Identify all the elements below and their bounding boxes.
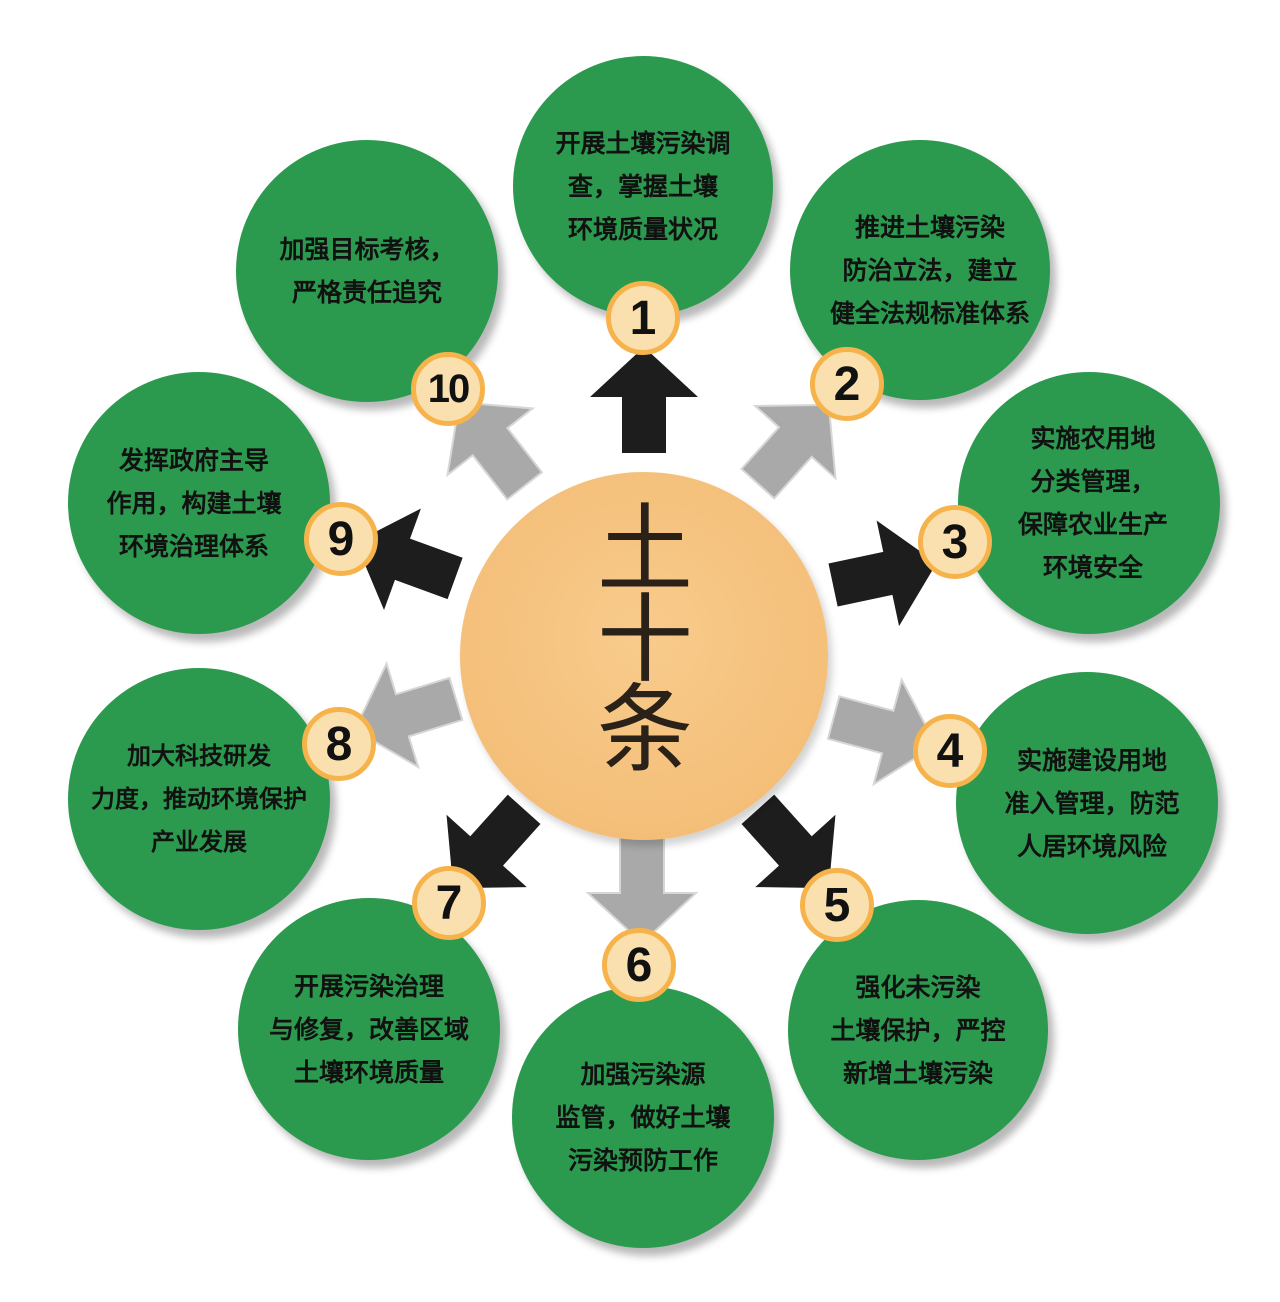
measure-2-text: 推进土壤污染 防治立法，建立 健全法规标准体系: [830, 206, 1030, 335]
arrow-to-measure-7: [446, 794, 541, 889]
measure-7-circle: 开展污染治理 与修复，改善区域 土壤环境质量: [238, 898, 500, 1160]
measure-1-line-3: 环境质量状况: [567, 214, 718, 244]
measure-7-line-1: 开展污染治理: [293, 971, 444, 1001]
measure-8-line-1: 加大科技研发: [127, 741, 271, 770]
measure-5-circle: 强化未污染 土壤保护，严控 新增土壤污染: [788, 900, 1048, 1160]
measure-10-line-2: 严格责任追究: [291, 278, 442, 307]
measure-1-text: 开展土壤污染调 查，掌握土壤 环境质量状况: [555, 122, 730, 251]
measure-3-number: 3: [918, 505, 992, 579]
measure-6-line-1: 加强污染源: [580, 1059, 706, 1089]
center-char-2: 十: [597, 584, 693, 696]
measure-6-circle: 加强污染源 监管，做好土壤 污染预防工作: [512, 986, 774, 1248]
center-char-1: 土: [597, 494, 693, 606]
measure-3-circle: 实施农用地 分类管理， 保障农业生产 环境安全: [958, 372, 1220, 634]
measure-8-line-2: 力度，推动环境保护: [91, 784, 307, 813]
arrow-to-measure-1: [590, 347, 698, 453]
measure-2-number: 2: [810, 347, 884, 421]
measure-7-line-2: 与修复，改善区域: [268, 1014, 469, 1044]
measure-10-text: 加强目标考核， 严格责任追究: [279, 228, 454, 314]
center-char-3: 条: [597, 674, 693, 786]
measure-6-text: 加强污染源 监管，做好土壤 污染预防工作: [555, 1053, 730, 1182]
measure-8-line-3: 产业发展: [151, 827, 247, 856]
arrow-to-measure-10: [446, 401, 544, 501]
center-title: 土 十 条: [560, 494, 730, 786]
measure-8-circle: 加大科技研发 力度，推动环境保护 产业发展: [68, 668, 330, 930]
measure-8-text: 加大科技研发 力度，推动环境保护 产业发展: [91, 735, 307, 864]
measure-3-line-4: 环境安全: [1042, 553, 1143, 582]
measure-3-line-2: 分类管理，: [1030, 467, 1156, 496]
measure-2-line-3: 健全法规标准体系: [829, 298, 1030, 328]
arrow-to-measure-3: [828, 520, 937, 627]
measure-3-line-1: 实施农用地: [1030, 424, 1156, 453]
measure-1-circle: 开展土壤污染调 查，掌握土壤 环境质量状况: [513, 56, 773, 316]
measure-10-number: 10: [411, 352, 485, 426]
measure-9-line-2: 作用，构建土壤: [106, 488, 282, 518]
measure-1-number: 1: [606, 281, 680, 355]
measure-8-number: 8: [302, 707, 376, 781]
arrow-to-measure-8: [353, 660, 464, 770]
measure-4-text: 实施建设用地 准入管理，防范 人居环境风险: [1004, 739, 1179, 868]
measure-4-line-1: 实施建设用地: [1016, 745, 1167, 775]
arrow-to-measure-9: [355, 508, 463, 611]
measure-5-line-3: 新增土壤污染: [842, 1058, 993, 1088]
measure-6-line-3: 污染预防工作: [567, 1145, 718, 1175]
measure-4-number: 4: [913, 714, 987, 788]
measure-4-line-3: 人居环境风险: [1016, 831, 1167, 861]
arrow-to-measure-5: [741, 794, 836, 889]
measure-2-line-1: 推进土壤污染: [854, 212, 1005, 242]
measure-2-line-2: 防治立法，建立: [842, 255, 1018, 285]
arrow-to-measure-6: [585, 836, 699, 945]
measure-9-text: 发挥政府主导 作用，构建土壤 环境治理体系: [106, 439, 281, 568]
measure-5-line-2: 土壤保护，严控: [830, 1015, 1006, 1045]
measure-5-line-1: 强化未污染: [855, 972, 981, 1002]
measure-1-line-2: 查，掌握土壤: [567, 171, 718, 201]
measure-6-number: 6: [602, 928, 676, 1002]
measure-4-circle: 实施建设用地 准入管理，防范 人居环境风险: [956, 672, 1218, 934]
measure-5-number: 5: [800, 868, 874, 942]
measure-5-text: 强化未污染 土壤保护，严控 新增土壤污染: [830, 966, 1005, 1095]
measure-7-line-3: 土壤环境质量: [293, 1057, 444, 1087]
measure-7-text: 开展污染治理 与修复，改善区域 土壤环境质量: [269, 965, 469, 1094]
measure-4-line-2: 准入管理，防范: [1004, 788, 1180, 818]
measure-1-line-1: 开展土壤污染调: [555, 128, 731, 158]
arrow-to-measure-4: [826, 677, 938, 787]
measure-7-number: 7: [412, 866, 486, 940]
center-circle: [460, 472, 828, 840]
measure-9-line-3: 环境治理体系: [118, 531, 269, 561]
measure-9-number: 9: [304, 502, 378, 576]
measure-6-line-2: 监管，做好土壤: [555, 1102, 731, 1132]
measure-9-circle: 发挥政府主导 作用，构建土壤 环境治理体系: [68, 372, 330, 634]
arrow-to-measure-2: [740, 403, 837, 500]
measure-10-line-1: 加强目标考核，: [279, 235, 455, 264]
measure-3-text: 实施农用地 分类管理， 保障农业生产 环境安全: [1018, 417, 1168, 589]
measure-9-line-1: 发挥政府主导: [118, 445, 269, 475]
measure-3-line-3: 保障农业生产: [1017, 510, 1168, 539]
